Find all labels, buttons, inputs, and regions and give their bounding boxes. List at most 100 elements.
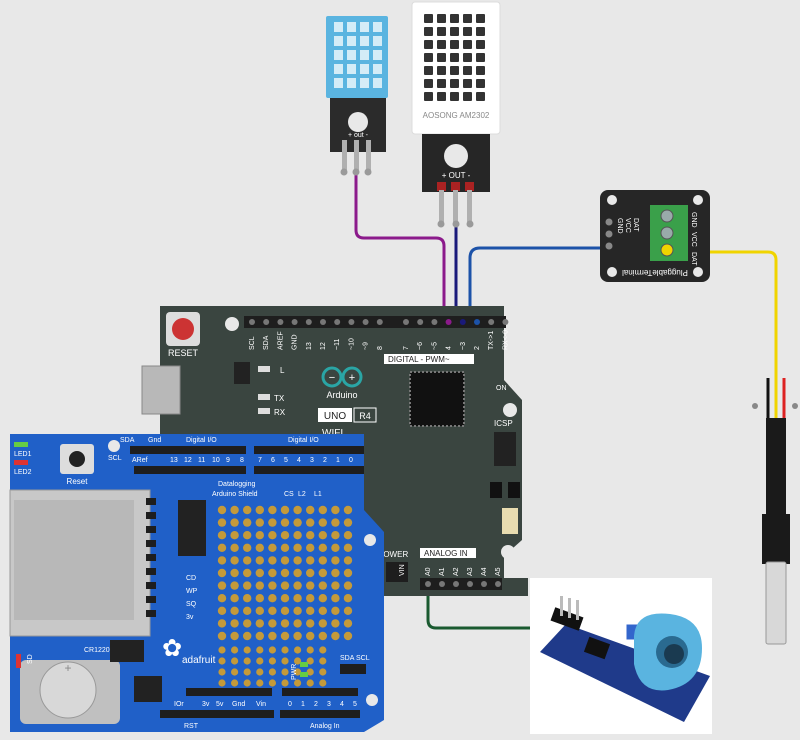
proto-pad bbox=[218, 646, 226, 654]
terminal-hole-tr bbox=[693, 195, 703, 205]
grille-slot bbox=[347, 50, 356, 60]
digital-pin-label: ~9 bbox=[363, 342, 370, 350]
header-pin-3 bbox=[576, 600, 579, 620]
proto-pad bbox=[255, 568, 264, 578]
grille-slot bbox=[360, 36, 369, 46]
proto-pad bbox=[268, 556, 277, 565]
vin-label: VIN bbox=[399, 564, 406, 576]
proto-pad bbox=[217, 581, 227, 590]
grille-slot bbox=[360, 78, 369, 88]
analog-pin bbox=[453, 581, 459, 587]
proto-pad bbox=[268, 581, 277, 590]
am2302-pin-header-1 bbox=[437, 182, 446, 191]
proto-pad bbox=[318, 505, 327, 515]
digital-label: DIGITAL - PWM~ bbox=[388, 355, 450, 364]
proto-pad bbox=[280, 581, 290, 590]
proto-pad bbox=[243, 606, 252, 615]
proto-pad bbox=[268, 543, 277, 552]
proto-pad bbox=[255, 518, 264, 527]
jumper-1 bbox=[490, 482, 502, 498]
proto-pad bbox=[217, 606, 227, 615]
proto-pad bbox=[306, 657, 314, 665]
shield-mount-hole-3 bbox=[366, 694, 378, 706]
am2302-pin-header-3 bbox=[465, 182, 474, 191]
digital-pin-label: SDA bbox=[263, 335, 270, 350]
proto-pad bbox=[281, 646, 289, 654]
rev-label-box bbox=[353, 407, 377, 423]
terminal-label-dat: DAT bbox=[632, 218, 639, 232]
proto-pad bbox=[318, 631, 327, 641]
grille-slot bbox=[373, 78, 382, 88]
proto-pad bbox=[306, 556, 315, 565]
proto-pad bbox=[268, 631, 277, 641]
digital-header bbox=[244, 316, 506, 328]
usb-connector bbox=[141, 365, 181, 415]
proto-pad bbox=[293, 518, 302, 527]
proto-pad bbox=[255, 556, 264, 565]
proto-pad bbox=[293, 543, 302, 552]
proto-pad bbox=[318, 581, 327, 590]
dht11-pins-label: + out - bbox=[348, 132, 369, 139]
proto-pad bbox=[306, 631, 315, 641]
grille-slot bbox=[373, 50, 382, 60]
digital-pin bbox=[474, 319, 480, 325]
digital-pin bbox=[263, 319, 270, 325]
proto-pad bbox=[319, 668, 327, 676]
analog-pin bbox=[439, 581, 445, 587]
shield-pin-number: 12 bbox=[184, 457, 192, 464]
digital-pin-label: ~11 bbox=[334, 339, 341, 350]
grille-slot bbox=[437, 14, 446, 23]
grille-slot bbox=[437, 40, 446, 49]
coin-cell bbox=[39, 661, 97, 719]
sd-led bbox=[16, 654, 21, 668]
mcu-chip bbox=[409, 371, 465, 427]
terminal-label-vcc: VCC bbox=[624, 218, 631, 233]
proto-pad bbox=[231, 668, 239, 676]
proto-pad bbox=[256, 668, 264, 676]
proto-pad bbox=[217, 543, 227, 552]
proto-pad bbox=[218, 668, 226, 676]
analog-label-box bbox=[420, 548, 476, 558]
shield-header-mid-2 bbox=[254, 466, 364, 474]
reset-button-cap[interactable] bbox=[172, 318, 194, 340]
proto-pad bbox=[293, 531, 302, 540]
dht11-grille bbox=[334, 22, 382, 88]
shield-sda-label: SDA bbox=[120, 437, 135, 444]
proto-pad bbox=[280, 606, 290, 615]
grille-slot bbox=[360, 50, 369, 60]
gnd2-label: Gnd bbox=[232, 701, 245, 708]
grille-slot bbox=[450, 14, 459, 23]
adafruit-label: adafruit bbox=[182, 655, 216, 666]
grille-slot bbox=[450, 27, 459, 36]
proto-pad bbox=[218, 657, 226, 665]
sda2-label: SDA bbox=[340, 655, 355, 662]
proto-pad bbox=[293, 606, 302, 615]
analog-pin-label: A5 bbox=[495, 567, 502, 576]
proto-pad bbox=[343, 556, 353, 565]
proto-pad bbox=[243, 556, 252, 565]
svg-text:−: − bbox=[329, 372, 335, 384]
proto-pad bbox=[280, 531, 290, 540]
grille-slot bbox=[347, 78, 356, 88]
analog-pin bbox=[467, 581, 473, 587]
proto-pad bbox=[243, 619, 252, 628]
shield-pin-number: 4 bbox=[340, 701, 344, 708]
proto-pad bbox=[280, 568, 290, 578]
terminal-pin-gnd bbox=[605, 218, 613, 226]
digital-pin-label: 7 bbox=[403, 346, 410, 350]
proto-pad bbox=[255, 543, 264, 552]
v5-label: 5v bbox=[216, 701, 224, 708]
proto-pad bbox=[343, 543, 353, 552]
shield-reset-cap[interactable] bbox=[69, 451, 85, 467]
digital-label-box bbox=[384, 354, 474, 364]
digital-pin-label: 13 bbox=[306, 342, 313, 350]
shield-gnd-label: Gnd bbox=[148, 437, 161, 444]
proto-pad bbox=[331, 619, 340, 628]
sd-contact bbox=[146, 540, 156, 547]
dht11-sensor: + out - bbox=[326, 16, 388, 176]
led-tx bbox=[258, 394, 270, 400]
rev-label: R4 bbox=[359, 411, 371, 421]
grille-slot bbox=[334, 50, 343, 60]
